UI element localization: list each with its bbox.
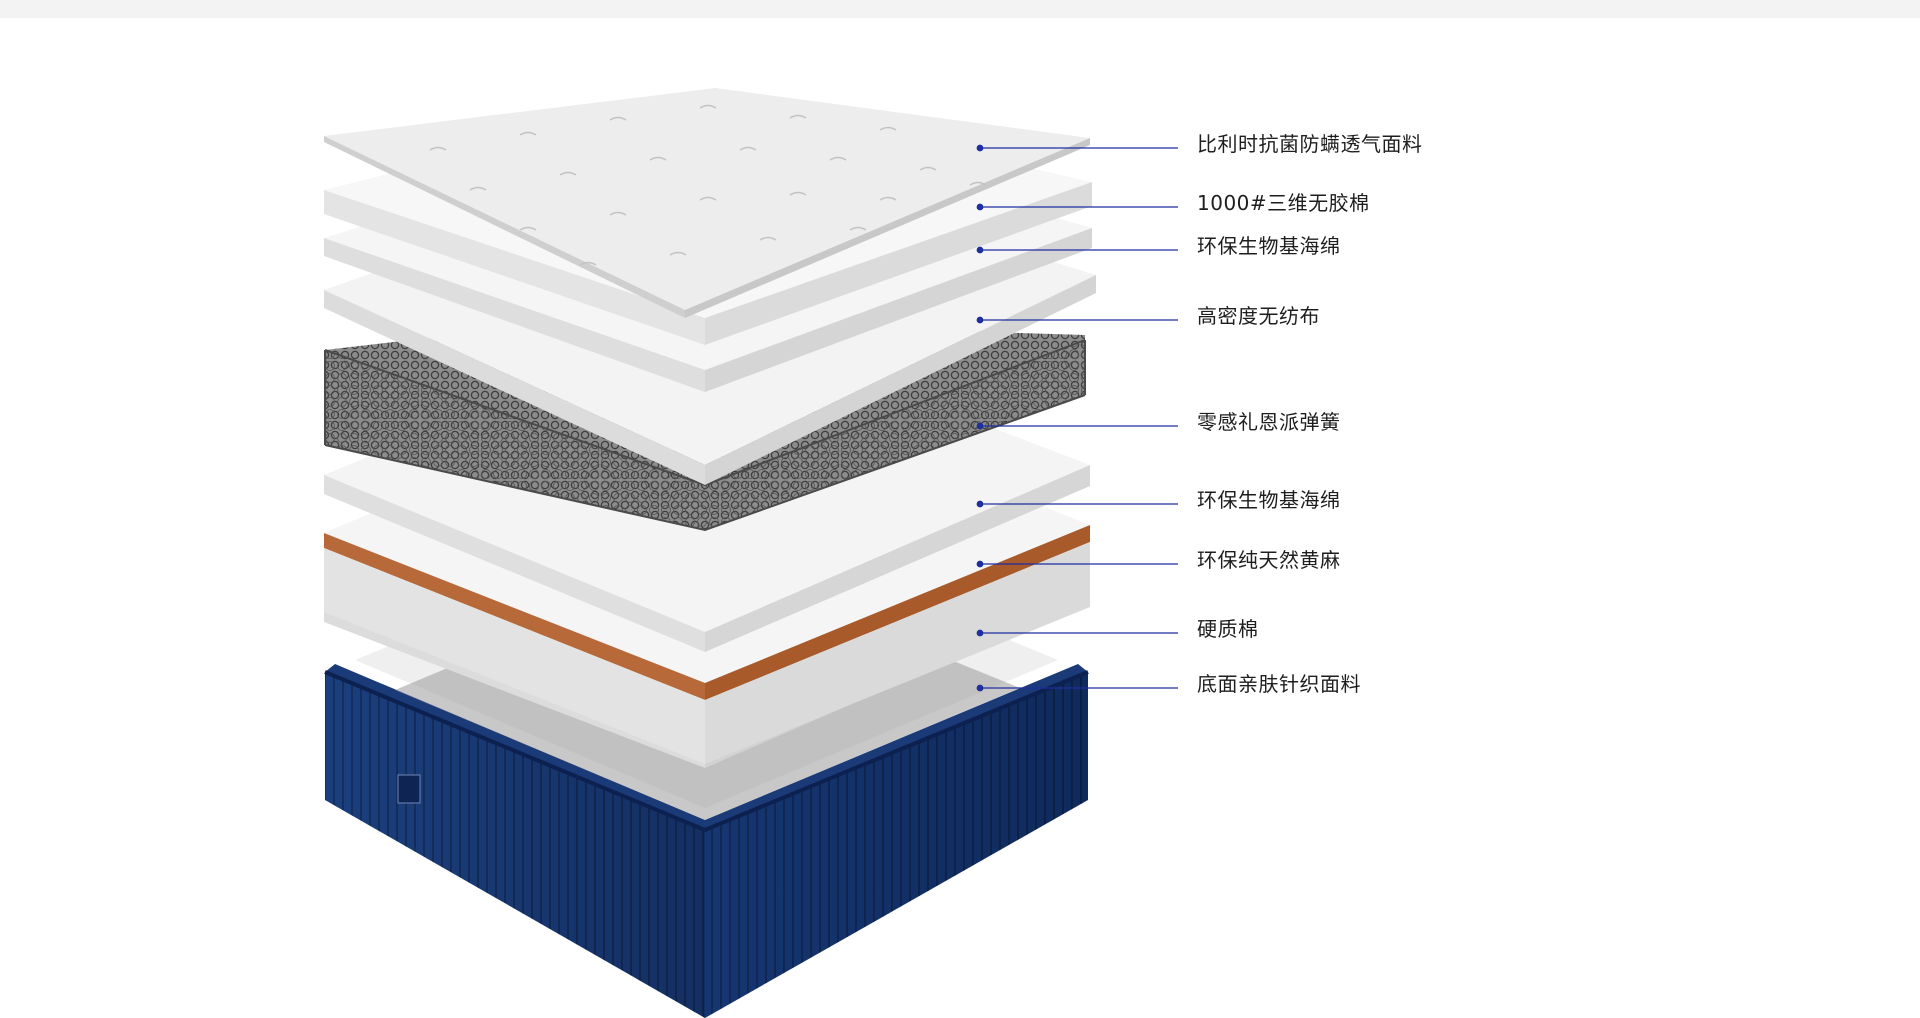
leader-dot-7 [976,560,984,568]
layer-label-6: 环保生物基海绵 [1197,488,1341,512]
leader-dot-4 [976,316,984,324]
leader-lines [976,144,1178,692]
top-strip [0,0,1920,18]
leader-dot-3 [976,246,984,254]
leader-dot-2 [976,203,984,211]
leader-dot-9 [976,684,984,692]
leader-dot-5 [976,422,984,430]
layer-label-5: 零感礼恩派弹簧 [1197,410,1341,434]
layer-label-3: 环保生物基海绵 [1197,234,1341,258]
layer-top-fabric [324,88,1090,318]
leader-dot-8 [976,629,984,637]
leader-dot-6 [976,500,984,508]
layer-label-9: 底面亲肤针织面料 [1197,672,1361,696]
leader-dot-1 [976,144,984,152]
layer-label-2: 1000#三维无胶棉 [1197,191,1370,215]
layer-label-4: 高密度无纺布 [1197,304,1320,328]
layer-label-8: 硬质棉 [1197,617,1259,641]
layer-label-1: 比利时抗菌防螨透气面料 [1197,132,1423,156]
layer-label-7: 环保纯天然黄麻 [1197,548,1341,572]
